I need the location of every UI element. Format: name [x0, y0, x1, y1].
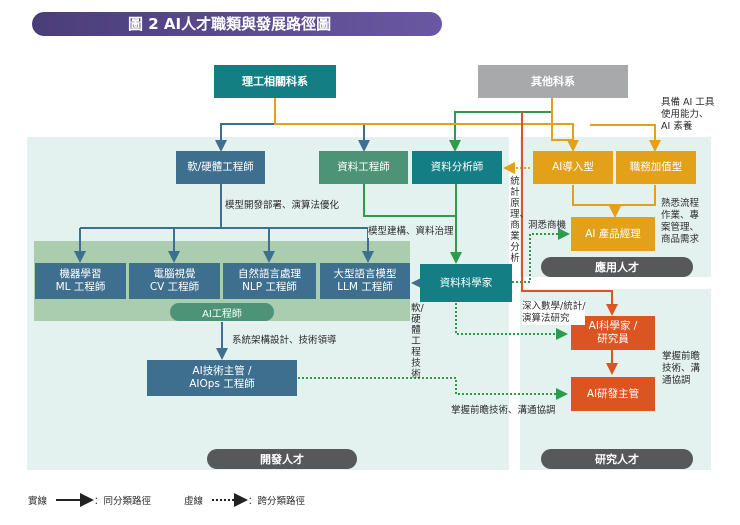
- label-insight: 洞悉商機: [528, 220, 567, 231]
- ai-engineer-pill: AI工程師: [170, 303, 274, 321]
- node-job-value: 職務加值型: [616, 151, 696, 184]
- node-ai-rd-lead: AI研發主管: [571, 377, 655, 411]
- legend-dashed-desc: ：跨分類路徑: [248, 496, 306, 507]
- node-nlp-engineer: 自然語言處理 NLP 工程師: [223, 263, 316, 299]
- dev-talent-pill: 開發人才: [207, 449, 357, 469]
- label-math-research: 深入數學/統計/ 演算法研究: [522, 301, 586, 325]
- node-sw-hw-engineer: 軟/硬體工程師: [176, 151, 265, 184]
- label-stats-biz: 統計原理、商業分析: [510, 176, 530, 264]
- figure-title: 圖 2 AI人才職類與發展路徑圖: [32, 12, 442, 36]
- label-arch: 系統架構設計、技術領導: [232, 335, 337, 346]
- node-cv-engineer: 電腦視覺 CV 工程師: [129, 263, 220, 299]
- node-ml-engineer: 機器學習 ML 工程師: [35, 263, 126, 299]
- node-ai-lead: AI技術主管 / AIOps 工程師: [147, 360, 297, 396]
- node-ai-adopt: AI導入型: [533, 151, 613, 184]
- label-modeling: 模型建構、資料治理: [368, 226, 454, 238]
- label-frontier-tech-2: 掌握前瞻 技術、溝 通協調: [662, 351, 701, 386]
- label-frontier-tech: 掌握前瞻技術、溝通協調: [451, 405, 556, 416]
- legend-solid-desc: ：同分類路徑: [94, 496, 152, 507]
- research-talent-pill: 研究人才: [541, 449, 693, 469]
- label-ai-tools: 具備 AI 工具 使用能力、 AI 素養: [661, 97, 715, 132]
- node-data-engineer: 資料工程師: [319, 151, 408, 184]
- app-talent-pill: 應用人才: [541, 257, 693, 277]
- node-stem: 理工相關科系: [214, 65, 336, 98]
- label-domain: 熟悉流程 作業、專 案管理、 商品需求: [661, 198, 700, 245]
- node-data-scientist: 資料科學家: [420, 264, 512, 302]
- node-ai-pm: AI 產品經理: [571, 217, 655, 251]
- node-llm-engineer: 大型語言模型 LLM 工程師: [320, 263, 410, 299]
- node-data-analyst: 資料分析師: [412, 151, 502, 184]
- legend-solid-label: 實線: [28, 496, 48, 507]
- label-deploy: 模型開發部署、演算法優化: [225, 200, 340, 211]
- legend-dashed-label: 虛線: [184, 496, 204, 507]
- node-other: 其他科系: [478, 65, 628, 98]
- label-sw-hw-tech: 軟/硬體工程技術: [411, 303, 424, 380]
